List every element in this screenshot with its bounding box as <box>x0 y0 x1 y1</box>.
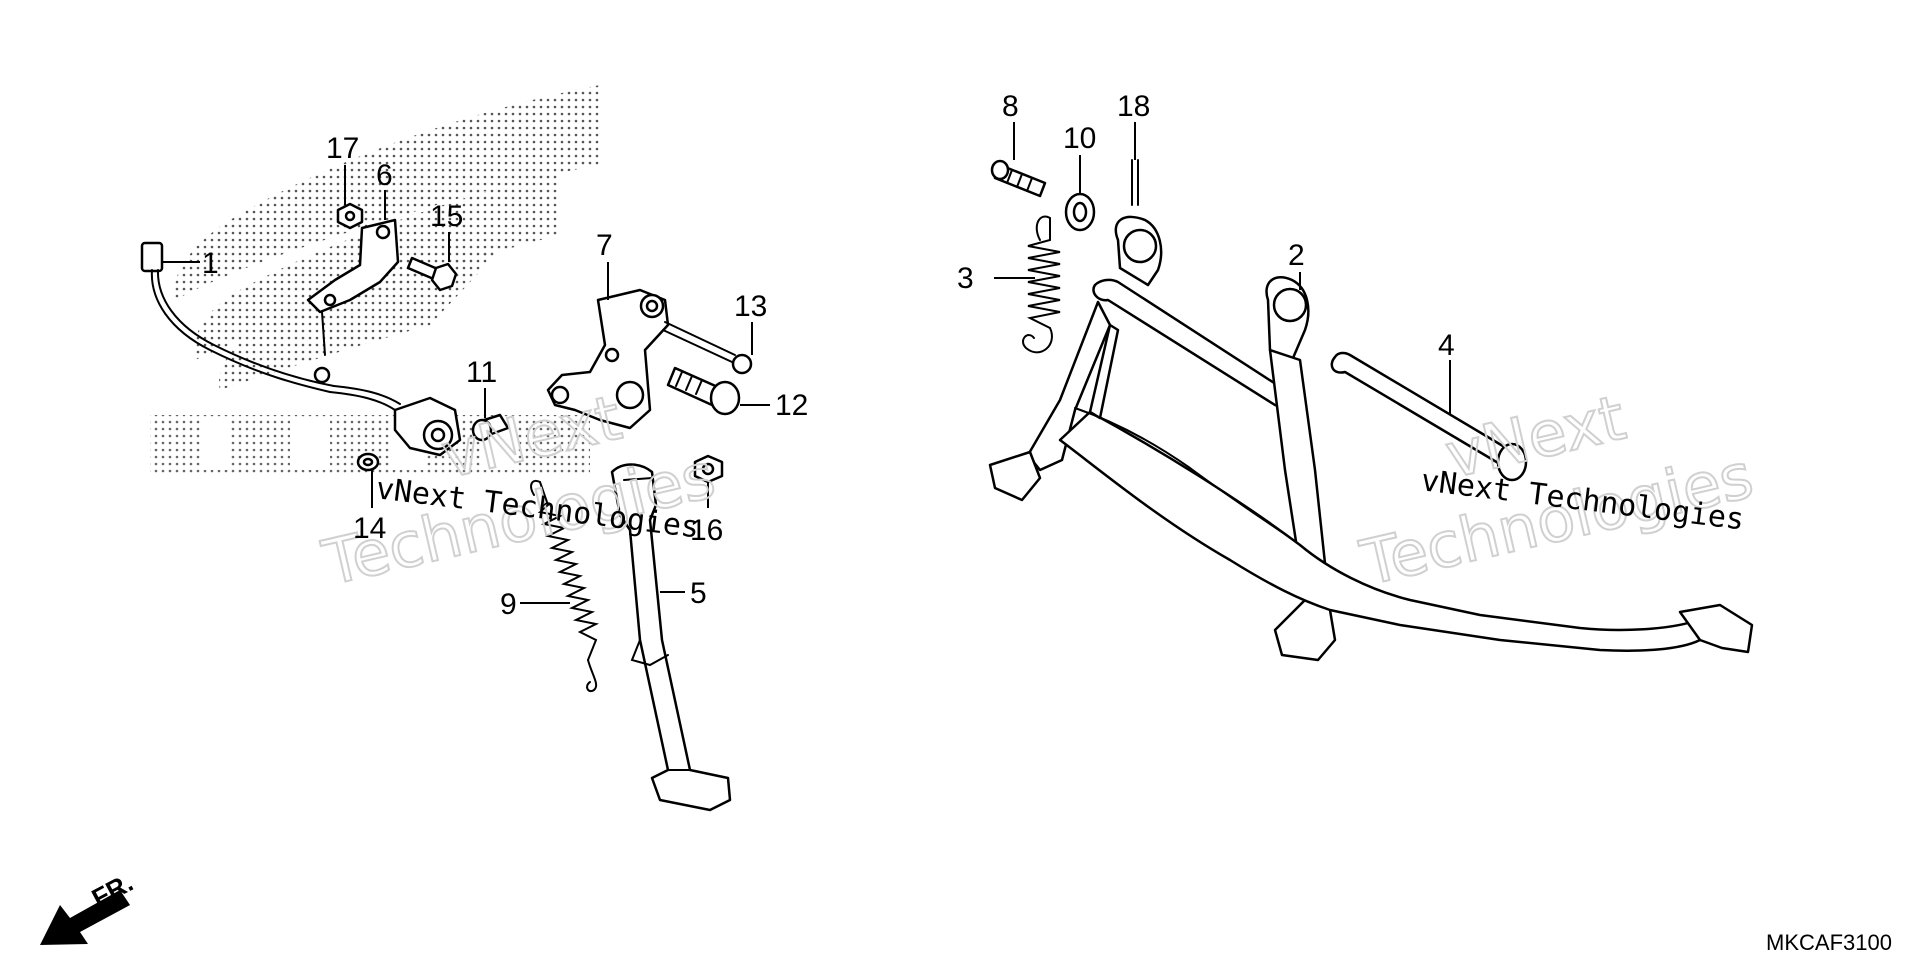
part-10-washer <box>1064 192 1096 232</box>
part-16-nut <box>693 454 724 484</box>
callout-4: 4 <box>1438 329 1455 362</box>
part-12-pivot-bolt <box>666 366 741 416</box>
callout-6: 6 <box>376 159 393 192</box>
callout-3: 3 <box>957 262 974 295</box>
callout-13: 13 <box>734 290 767 323</box>
part-1-sidestand-switch-wire <box>140 241 401 411</box>
part-4-shaft <box>1330 351 1528 482</box>
part-9-spring <box>530 479 600 692</box>
part-17-nut <box>336 202 364 230</box>
part-6-bracket <box>306 218 400 356</box>
part-7-pivot-bracket <box>546 288 670 430</box>
part-15-bolt <box>406 256 458 292</box>
part-14-washer <box>356 452 380 472</box>
callout-12: 12 <box>775 389 808 422</box>
callout-8: 8 <box>1002 90 1019 123</box>
callout-10: 10 <box>1063 122 1096 155</box>
callout-5: 5 <box>690 577 707 610</box>
callout-18: 18 <box>1117 90 1150 123</box>
callout-14: 14 <box>353 512 386 545</box>
part-11-collar-bolt <box>471 413 510 442</box>
callout-7: 7 <box>596 229 613 262</box>
callout-15: 15 <box>430 200 463 233</box>
callout-1: 1 <box>202 247 219 280</box>
watermark: Technologies vNext vNext Technologies Te… <box>315 380 1760 601</box>
part-18-pin <box>1131 159 1139 206</box>
callout-17: 17 <box>326 132 359 165</box>
part-13-bolt <box>662 321 753 375</box>
callout-11: 11 <box>466 356 497 389</box>
leader-lines <box>162 122 1451 604</box>
part-8-bolt <box>990 159 1047 198</box>
part-3-spring <box>1022 215 1061 354</box>
front-direction-arrow: FR. <box>40 867 138 945</box>
callout-labels: 1 2 3 4 5 6 7 8 9 10 11 12 13 14 15 16 1… <box>202 90 1455 621</box>
diagram-part-code: MKCAF3100 <box>1766 930 1892 955</box>
callout-16: 16 <box>690 514 723 547</box>
part-5-side-stand <box>610 463 732 812</box>
sidestand-switch-body <box>393 396 462 457</box>
part-2-main-stand <box>988 215 1754 662</box>
callout-2: 2 <box>1288 239 1305 272</box>
callout-9: 9 <box>500 588 517 621</box>
